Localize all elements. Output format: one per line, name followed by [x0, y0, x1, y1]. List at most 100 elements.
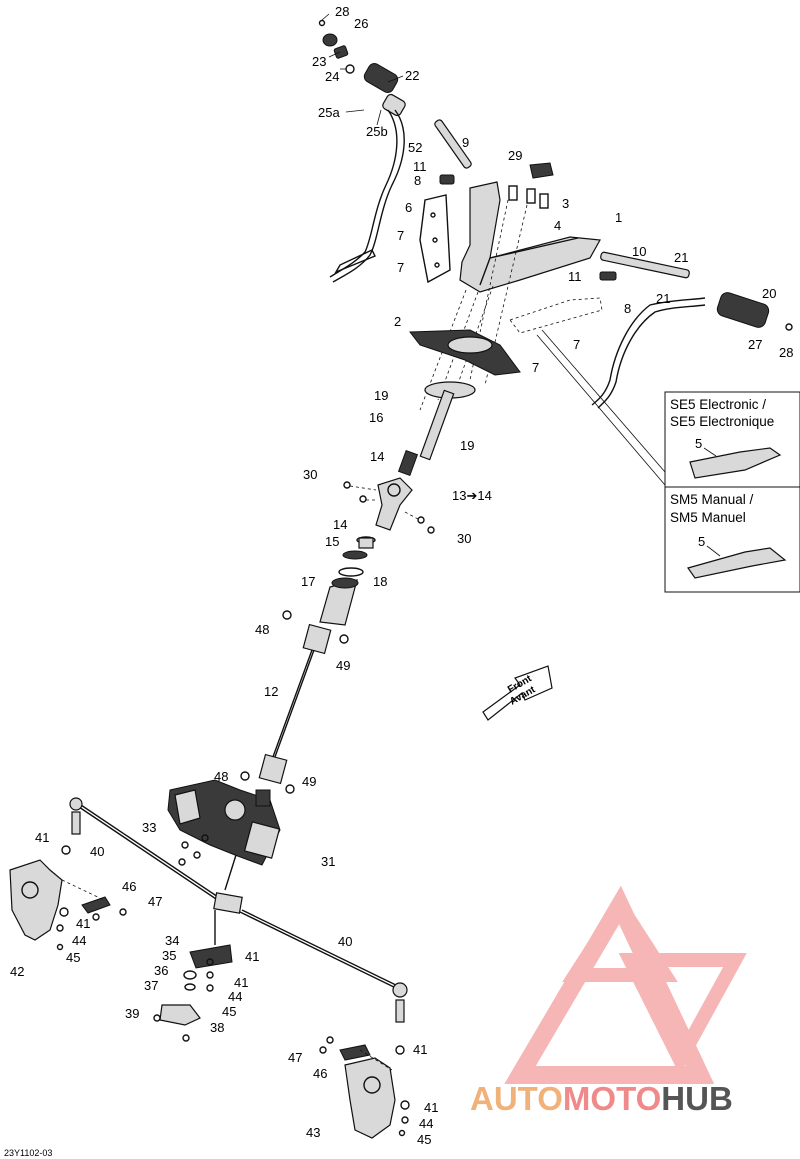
callout: 41 — [35, 830, 49, 845]
callout: 23 — [312, 54, 326, 69]
callout: 8 — [414, 173, 421, 188]
front-direction-arrow: Front Avant — [482, 665, 553, 721]
callout: 29 — [508, 148, 522, 163]
callout: 48 — [255, 622, 269, 637]
variant-sm5-title-1: SM5 Manual / — [670, 492, 754, 507]
callout: 15 — [325, 534, 339, 549]
callout: 41 — [424, 1100, 438, 1115]
callout: 41 — [245, 949, 259, 964]
callout: 11 — [413, 159, 427, 174]
callout: 7 — [573, 337, 580, 352]
callout: 48 — [214, 769, 228, 784]
callout: 44 — [419, 1116, 433, 1131]
callout: 52 — [408, 140, 422, 155]
callout: 38 — [210, 1020, 224, 1035]
callout: 12 — [264, 684, 278, 699]
callout: 13➔14 — [452, 488, 492, 503]
callout: 7 — [397, 260, 404, 275]
callout: 46 — [313, 1066, 327, 1081]
callout: 3 — [562, 196, 569, 211]
callout: 34 — [165, 933, 179, 948]
callout: 33 — [142, 820, 156, 835]
watermark-auto: AUTO — [470, 1080, 563, 1117]
callout: 9 — [462, 135, 469, 150]
callout: 19 — [460, 438, 474, 453]
callout: 36 — [154, 963, 168, 978]
callout: 6 — [405, 200, 412, 215]
variant-box-se5: SE5 Electronic / SE5 Electronique 5 — [664, 391, 800, 488]
callout: 31 — [321, 854, 335, 869]
callout: 47 — [288, 1050, 302, 1065]
callout: 7 — [532, 360, 539, 375]
callout: 39 — [125, 1006, 139, 1021]
callout: 45 — [66, 950, 80, 965]
watermark-moto: MOTO — [563, 1080, 661, 1117]
callout: 7 — [397, 228, 404, 243]
callout: 25a — [318, 105, 340, 120]
callout: 49 — [302, 774, 316, 789]
callout: 46 — [122, 879, 136, 894]
callout: 30 — [303, 467, 317, 482]
callout: 43 — [306, 1125, 320, 1140]
automotohub-logo — [504, 885, 747, 1084]
callout: 8 — [624, 301, 631, 316]
callout: 27 — [748, 337, 762, 352]
callout: 47 — [148, 894, 162, 909]
reference-code: 23Y1102-03 — [4, 1148, 52, 1158]
callout: 42 — [10, 964, 24, 979]
callout: 45 — [222, 1004, 236, 1019]
right-grip-assembly — [591, 251, 793, 409]
callout: 37 — [144, 978, 158, 993]
variant-se5-part: 5 — [695, 436, 702, 451]
callout-labels: 28 26 23 24 22 25a 25b 9 52 29 11 8 3 6 … — [10, 4, 793, 1147]
callout: 28 — [335, 4, 349, 19]
callout: 21 — [656, 291, 670, 306]
callout: 17 — [301, 574, 315, 589]
callout: 44 — [228, 989, 242, 1004]
callout: 22 — [405, 68, 419, 83]
callout: 40 — [338, 934, 352, 949]
callout: 10 — [632, 244, 646, 259]
bearings-and-rings — [338, 536, 376, 577]
callout: 19 — [374, 388, 388, 403]
variant-box-sm5: SM5 Manual / SM5 Manuel 5 — [664, 486, 800, 593]
callout: 11 — [568, 269, 582, 284]
callout: 35 — [162, 948, 176, 963]
pitman-arm-assembly — [153, 910, 233, 1042]
callout: 20 — [762, 286, 776, 301]
watermark-text: AUTOMOTOHUB — [470, 1080, 733, 1117]
callout: 4 — [554, 218, 561, 233]
callout: 18 — [373, 574, 387, 589]
upper-steering-column — [397, 381, 476, 477]
tie-rods — [69, 797, 408, 1023]
variant-se5-title-1: SE5 Electronic / — [670, 397, 766, 412]
callout: 49 — [336, 658, 350, 673]
callout: 14 — [333, 517, 347, 532]
callout: 1 — [615, 210, 622, 225]
callout: 14 — [370, 449, 384, 464]
callout: 30 — [457, 531, 471, 546]
callout: 40 — [90, 844, 104, 859]
column-boot — [319, 577, 359, 626]
callout: 25b — [366, 124, 388, 139]
left-steering-knuckle — [9, 845, 127, 951]
power-steering-unit — [167, 779, 281, 891]
callout: 28 — [779, 345, 793, 360]
callout: 16 — [369, 410, 383, 425]
callout: 24 — [325, 69, 339, 84]
callout: 2 — [394, 314, 401, 329]
handlebar-riser-assembly — [419, 119, 617, 411]
callout: 41 — [234, 975, 248, 990]
callout: 26 — [354, 16, 368, 31]
callout: 41 — [413, 1042, 427, 1057]
bearing-housing — [343, 477, 435, 534]
left-grip-assembly — [318, 19, 406, 283]
right-steering-knuckle — [319, 1036, 410, 1139]
callout: 21 — [674, 250, 688, 265]
callout: 41 — [76, 916, 90, 931]
variant-sm5-title-2: SM5 Manuel — [670, 510, 746, 525]
variant-se5-title-2: SE5 Electronique — [670, 414, 774, 429]
callout: 44 — [72, 933, 86, 948]
steering-column-plate — [409, 329, 521, 376]
